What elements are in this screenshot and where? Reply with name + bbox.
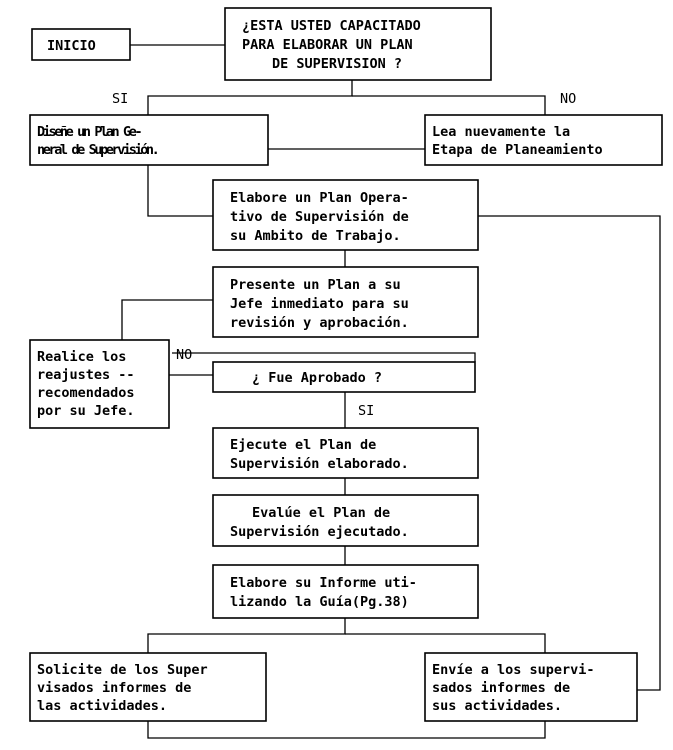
realice-reajustes-box <box>29 339 170 429</box>
capacitado-question-text: ¿ESTA USTED CAPACITADO PARA ELABORAR UN P… <box>242 18 421 72</box>
text-line: tivo de Supervisión de <box>230 209 409 225</box>
text-line: por su Jefe. <box>37 403 135 419</box>
si-label-2: SI <box>358 403 374 419</box>
text-line: sados informes de <box>432 680 570 696</box>
text-line: Elabore su Informe uti- <box>230 575 417 591</box>
text-line: ¿ESTA USTED CAPACITADO <box>242 18 421 34</box>
text-line: sus actividades. <box>432 698 562 714</box>
disene-plan-text: Diseñe un Plan Ge-neral de Supervisión. <box>37 124 160 158</box>
text-line: las actividades. <box>37 698 167 714</box>
text-line: Diseñe un Plan Ge- <box>37 124 143 140</box>
evalue-plan-text: Evalúe el Plan de Supervisión ejecutado. <box>230 505 409 540</box>
text-line: PARA ELABORAR UN PLAN <box>242 37 413 53</box>
text-line: Lea nuevamente la <box>432 124 570 140</box>
text-line: Envíe a los supervi- <box>432 662 595 678</box>
no-label-2: NO <box>176 347 192 363</box>
boxes <box>29 7 663 722</box>
lea-etapa-text: Lea nuevamente la Etapa de Planeamiento <box>432 124 603 158</box>
presente-plan-box <box>212 266 479 338</box>
text-line: Solicite de los Super <box>37 662 208 678</box>
elabore-informe-box <box>212 564 479 619</box>
no-label-1: NO <box>560 91 576 107</box>
solicite-informes-text: Solicite de los Super visados informes de… <box>37 662 208 714</box>
ejecute-plan-text: Ejecute el Plan de Supervisión elaborado. <box>230 437 409 472</box>
plan-operativo-text: Elabore un Plan Opera-tivo de Supervisió… <box>230 190 409 244</box>
text-line: Jefe inmediato para su <box>230 296 409 312</box>
realice-reajustes-text: Realice los reajustes -- recomendados por s… <box>37 349 135 419</box>
ejecute-plan-box <box>212 427 479 479</box>
envie-supervisados-box <box>424 652 638 722</box>
text-line: Evalúe el Plan de <box>252 505 390 521</box>
text-line: Etapa de Planeamiento <box>432 142 603 158</box>
text-line: neral de Supervisión. <box>37 142 160 158</box>
text-line: su Ambito de Trabajo. <box>230 228 401 244</box>
inicio-box <box>31 28 131 61</box>
text-line: Supervisión ejecutado. <box>230 524 409 540</box>
text-line: Supervisión elaborado. <box>230 456 409 472</box>
text-line: ¿ Fue Aprobado ? <box>252 370 382 386</box>
inicio-text: INICIO <box>47 38 96 54</box>
text-line: DE SUPERVISION ? <box>272 56 402 72</box>
text-line: Realice los <box>37 349 126 365</box>
plan-operativo-box <box>212 179 479 251</box>
text-line: visados informes de <box>37 680 191 696</box>
branch-labels: SI NO NO SI <box>112 91 576 419</box>
text-line: INICIO <box>47 38 96 54</box>
text-line: recomendados <box>37 385 135 401</box>
text-line: revisión y aprobación. <box>230 315 409 331</box>
elabore-informe-text: Elabore su Informe uti-lizando la Guía(P… <box>230 575 417 610</box>
connectors <box>121 44 661 739</box>
envie-supervisados-text: Envíe a los supervi-sados informes de sus… <box>432 662 595 714</box>
node-texts: INICIO ¿ESTA USTED CAPACITADO PARA ELABOR… <box>37 18 603 714</box>
aprobado-question-text: ¿ Fue Aprobado ? <box>252 370 382 386</box>
text-line: Elabore un Plan Opera- <box>230 190 409 206</box>
text-line: reajustes -- <box>37 367 135 383</box>
text-line: Presente un Plan a su <box>230 277 401 293</box>
evalue-plan-box <box>212 494 479 547</box>
disene-plan-box <box>29 114 269 166</box>
text-line: lizando la Guía(Pg.38) <box>230 594 409 610</box>
lea-etapa-box <box>424 114 663 166</box>
capacitado-question-box <box>224 7 492 81</box>
presente-plan-text: Presente un Plan a su Jefe inmediato para… <box>230 277 409 331</box>
si-label-1: SI <box>112 91 128 107</box>
aprobado-question-box <box>212 361 476 393</box>
solicite-informes-box <box>29 652 267 722</box>
text-line: Ejecute el Plan de <box>230 437 376 453</box>
